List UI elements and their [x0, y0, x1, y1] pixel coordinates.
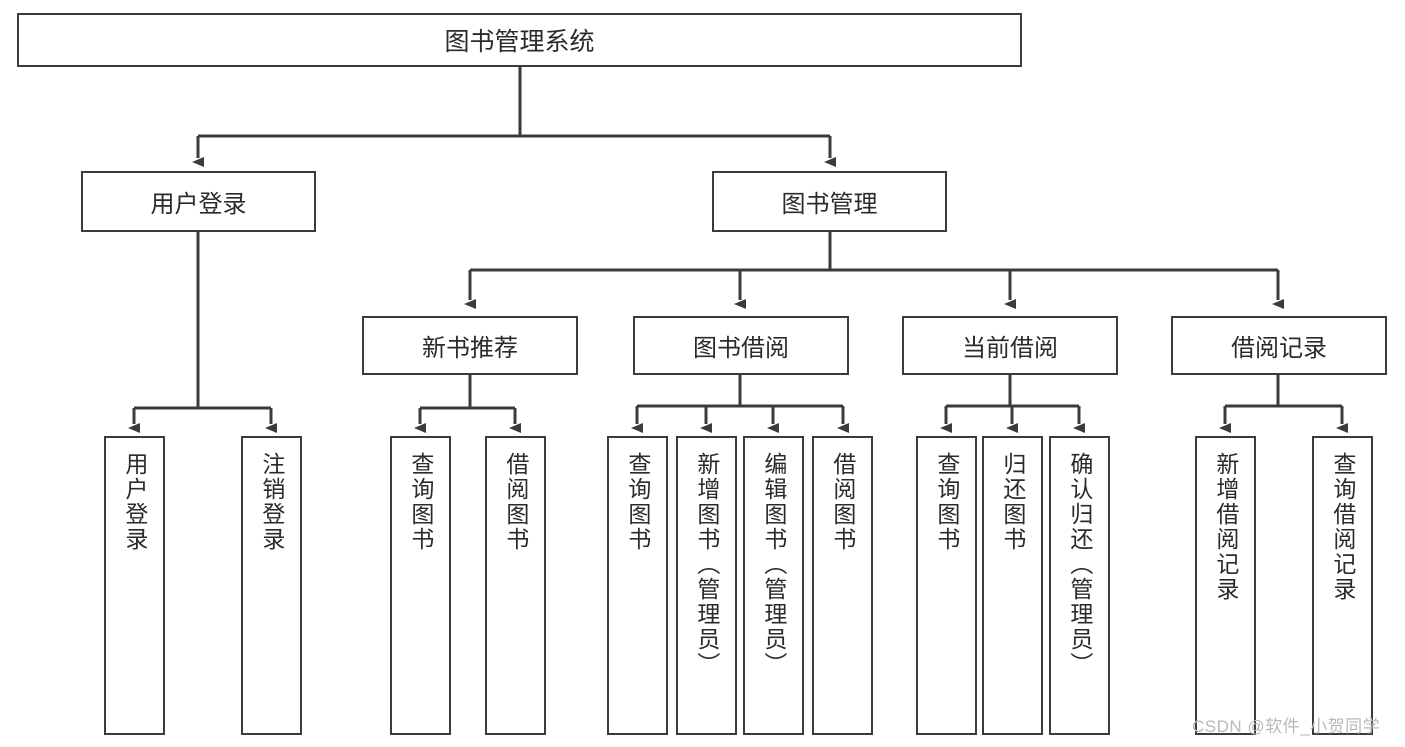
leaf-borrow-record-add[interactable]: 新增借阅记录: [1195, 436, 1256, 735]
watermark-text: CSDN @软件_小贺同学: [1192, 717, 1381, 736]
leaf-book-borrow-add-admin[interactable]: 新增图书（管理员）: [676, 436, 737, 735]
node-book-borrow[interactable]: 图书借阅: [633, 316, 849, 375]
leaf-book-borrow-borrow[interactable]: 借阅图书: [812, 436, 873, 735]
node-label: 确认归还（管理员）: [1066, 452, 1093, 677]
node-new-book-recommend[interactable]: 新书推荐: [362, 316, 578, 375]
node-user-login[interactable]: 用户登录: [81, 171, 316, 232]
node-label: 借阅记录: [1231, 335, 1327, 362]
node-label: 图书借阅: [693, 335, 789, 362]
leaf-current-borrow-query[interactable]: 查询图书: [916, 436, 977, 735]
node-label: 归还图书: [999, 452, 1026, 552]
leaf-user-login-login[interactable]: 用户登录: [104, 436, 165, 735]
leaf-current-borrow-return[interactable]: 归还图书: [982, 436, 1043, 735]
node-label: 查询图书: [624, 452, 651, 552]
node-label: 查询图书: [407, 452, 434, 552]
leaf-book-borrow-query[interactable]: 查询图书: [607, 436, 668, 735]
node-label: 用户登录: [150, 191, 247, 218]
node-label: 查询借阅记录: [1329, 452, 1356, 602]
node-borrow-record[interactable]: 借阅记录: [1171, 316, 1387, 375]
node-label: 图书管理系统: [444, 28, 595, 56]
leaf-new-book-query[interactable]: 查询图书: [390, 436, 451, 735]
leaf-user-login-logout[interactable]: 注销登录: [241, 436, 302, 735]
node-label: 借阅图书: [829, 452, 856, 552]
node-book-management[interactable]: 图书管理: [712, 171, 947, 232]
leaf-book-borrow-edit-admin[interactable]: 编辑图书（管理员）: [743, 436, 804, 735]
leaf-new-book-borrow[interactable]: 借阅图书: [485, 436, 546, 735]
node-label: 用户登录: [121, 452, 148, 552]
node-label: 图书管理: [781, 191, 878, 218]
node-label: 编辑图书（管理员）: [760, 452, 787, 677]
node-label: 新增借阅记录: [1212, 452, 1239, 602]
node-label: 新增图书（管理员）: [693, 452, 720, 677]
node-label: 查询图书: [933, 452, 960, 552]
node-root-book-management-system[interactable]: 图书管理系统: [17, 13, 1022, 67]
node-label: 借阅图书: [502, 452, 529, 552]
node-label: 注销登录: [258, 452, 285, 552]
leaf-borrow-record-query[interactable]: 查询借阅记录: [1312, 436, 1373, 735]
leaf-current-borrow-confirm-return-admin[interactable]: 确认归还（管理员）: [1049, 436, 1110, 735]
node-label: 当前借阅: [962, 335, 1058, 362]
node-current-borrow[interactable]: 当前借阅: [902, 316, 1118, 375]
node-label: 新书推荐: [422, 335, 518, 362]
